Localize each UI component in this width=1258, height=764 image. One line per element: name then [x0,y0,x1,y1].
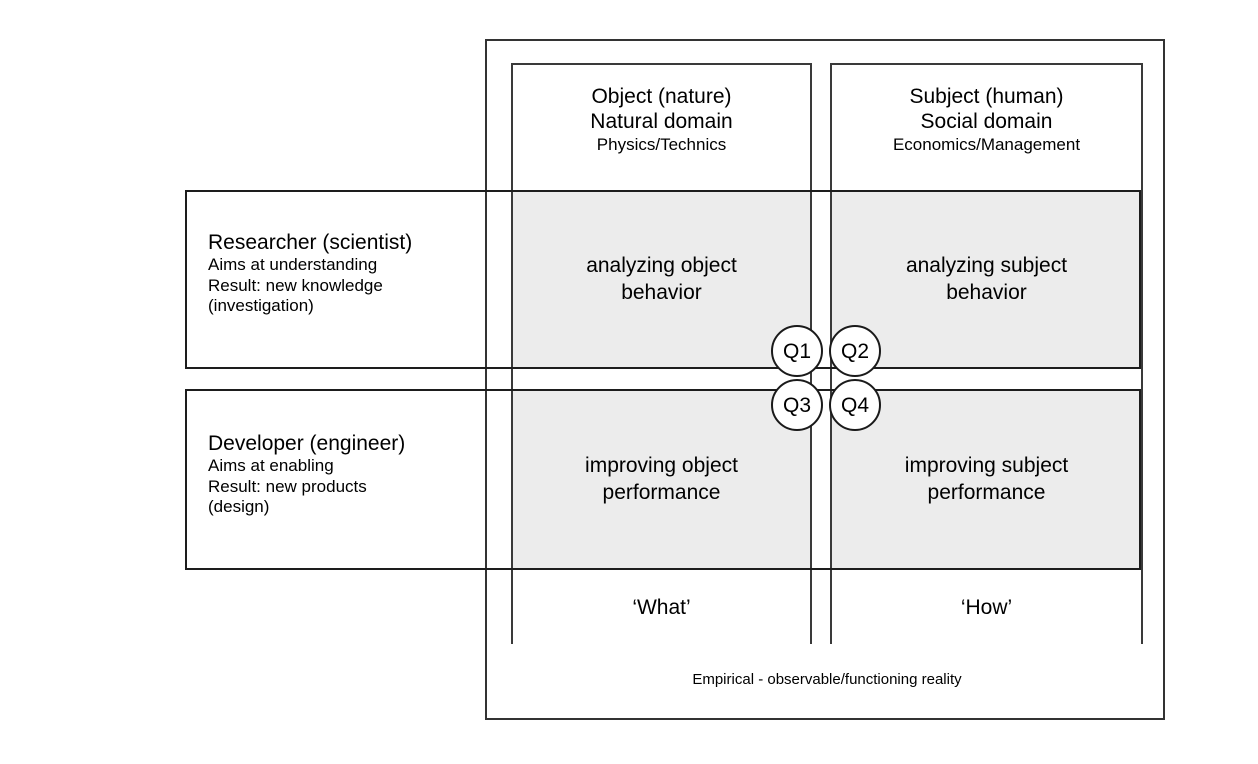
column-subject-line3: Economics/Management [892,134,1081,154]
row-label-developer: Developer (engineer) Aims at enabling Re… [208,431,498,517]
quadrant-cell-q1: analyzing object behavior [513,192,810,367]
empirical-footer-note: Empirical - observable/functioning reali… [692,671,962,688]
column-subject-line2: Social domain [920,109,1053,133]
column-bottom-label-object: ‘What’ [513,572,810,644]
row-frame-researcher: Researcher (scientist) Aims at understan… [185,190,1141,369]
quadrant-cell-q2: analyzing subject behavior [832,192,1141,367]
column-object-line1: Object (nature) [591,85,732,108]
quadrant-q2-line1: analyzing subject [905,254,1068,278]
row-developer-line4: (design) [208,496,270,516]
row-developer-line2: Aims at enabling [208,456,334,476]
row-researcher-title: Researcher (scientist) [208,231,413,254]
quadrant-q3-line2: performance [602,480,721,504]
quadrant-marker-q4: Q4 [829,379,881,431]
column-header-subject: Subject (human) Social domain Economics/… [832,85,1141,155]
row-researcher-line2: Aims at understanding [208,255,378,275]
quadrant-q4-line1: improving subject [904,454,1069,478]
quadrant-q2-line2: behavior [946,280,1027,304]
column-bottom-label-subject: ‘How’ [832,572,1141,644]
row-researcher-line3: Result: new knowledge [208,275,383,295]
column-subject-line1: Subject (human) [909,85,1064,108]
column-header-object: Object (nature) Natural domain Physics/T… [513,85,810,155]
quadrant-marker-q2: Q2 [829,325,881,377]
quadrant-q1-line2: behavior [621,280,702,304]
column-object-line2: Natural domain [590,109,733,133]
quadrant-marker-q1: Q1 [771,325,823,377]
row-developer-title: Developer (engineer) [208,432,406,455]
quadrant-q3-line1: improving object [585,454,738,478]
quadrant-marker-q3: Q3 [771,379,823,431]
quadrant-cell-q4: improving subject performance [832,391,1141,568]
column-object-line3: Physics/Technics [596,134,727,154]
row-label-researcher: Researcher (scientist) Aims at understan… [208,230,498,316]
row-frame-developer: Developer (engineer) Aims at enabling Re… [185,389,1141,570]
quadrant-cell-q3: improving object performance [513,391,810,568]
row-researcher-line4: (investigation) [208,295,314,315]
quadrant-q1-line1: analyzing object [586,254,737,278]
quadrant-q4-line2: performance [927,480,1046,504]
row-developer-line3: Result: new products [208,476,367,496]
